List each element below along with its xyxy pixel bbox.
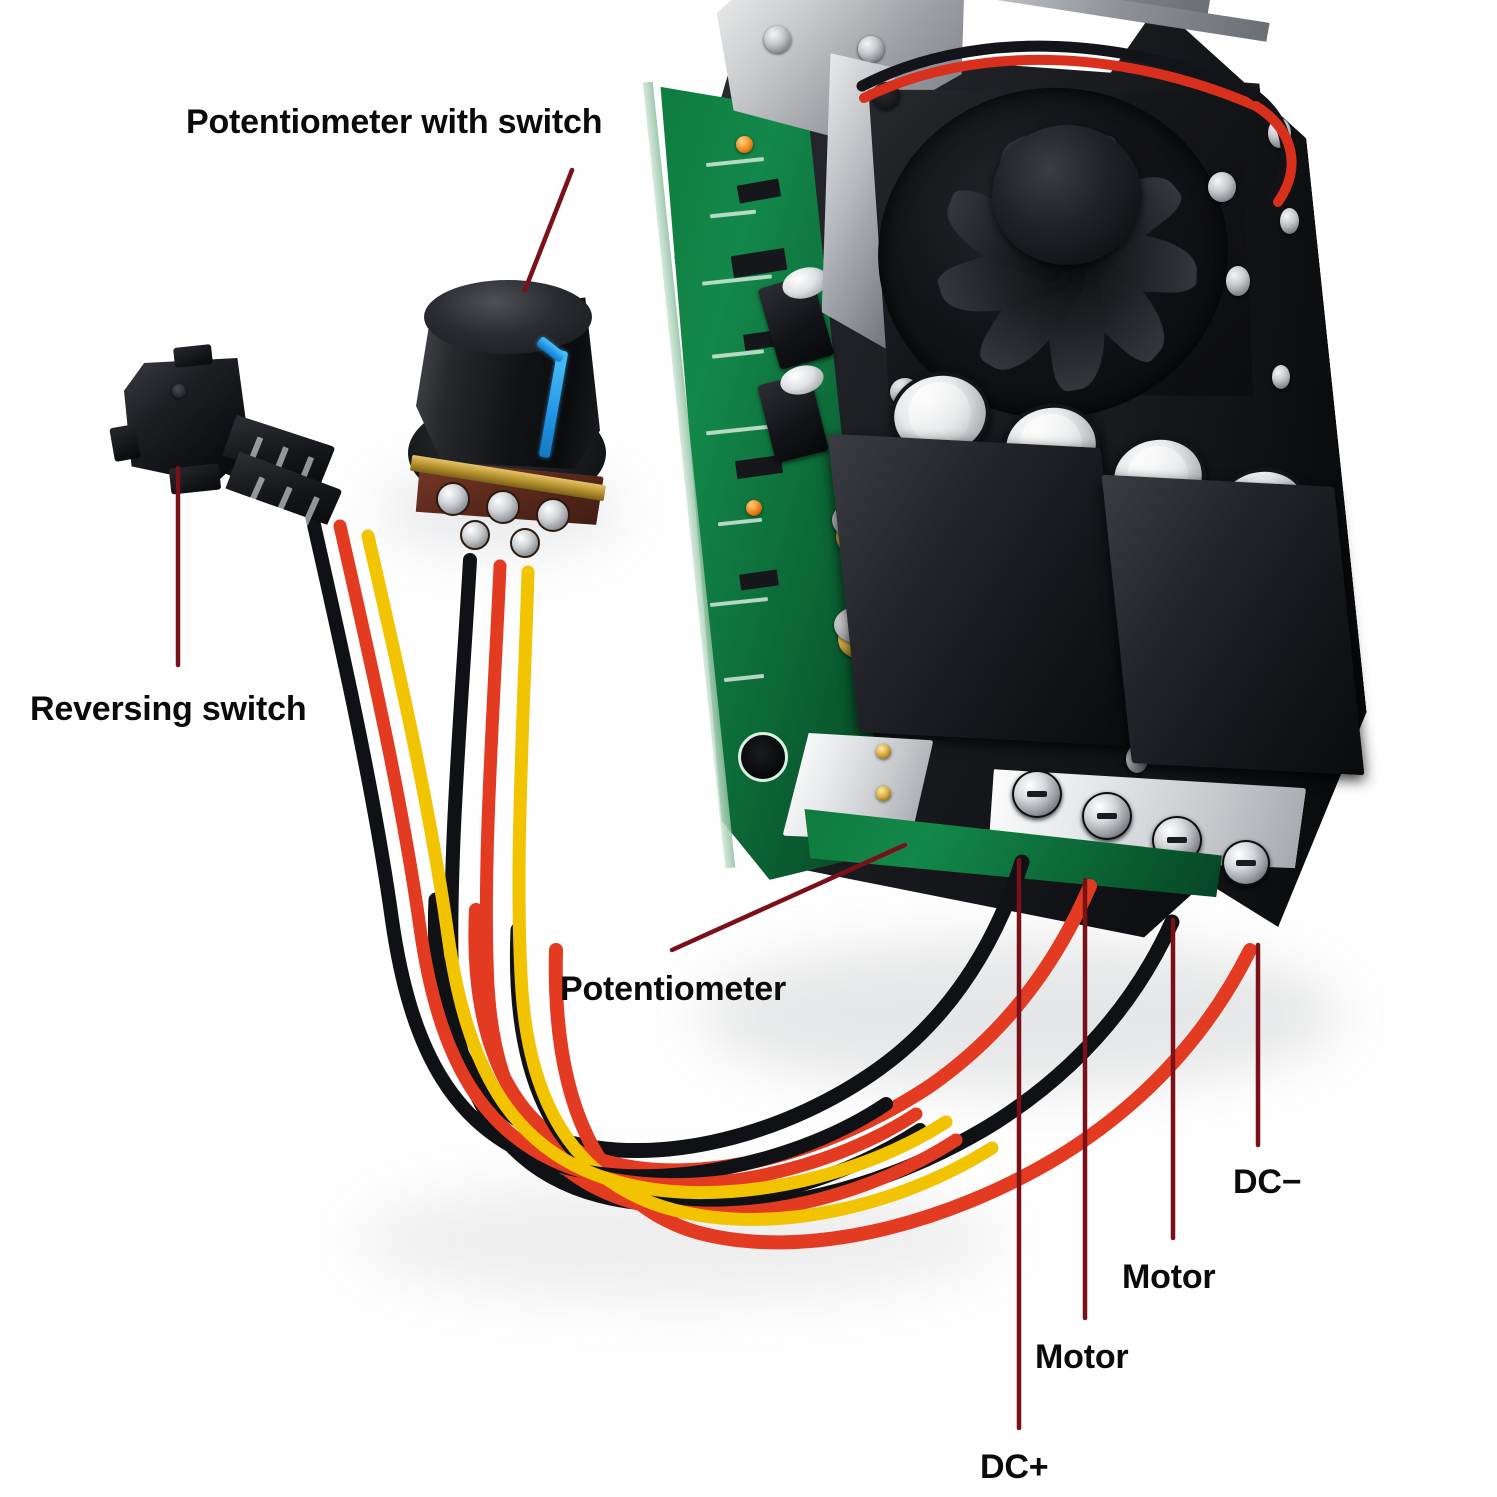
motor-controller-board — [640, 0, 1400, 1040]
connector-pin — [876, 786, 891, 801]
terminal-screw-motor-1 — [1082, 792, 1132, 840]
fan-screw-tr — [1208, 172, 1236, 202]
fan-screw-br — [1226, 266, 1250, 296]
switch-left-tab — [109, 424, 141, 462]
heatsink-screw-3 — [1272, 365, 1290, 389]
label-potentiometer-with-switch: Potentiometer with switch — [186, 103, 603, 141]
potentiometer-lug-3 — [536, 498, 570, 532]
label-dc-plus: DC+ — [980, 1448, 1049, 1486]
pcb-mounting-hole — [738, 732, 788, 782]
label-reversing-switch: Reversing switch — [30, 690, 307, 728]
terminal-screw-dc-minus — [1222, 840, 1270, 886]
reversing-switch-body[interactable] — [124, 358, 250, 484]
connector-pin — [876, 744, 891, 759]
potentiometer-lug-2 — [486, 490, 520, 524]
cooling-fan-hub — [992, 125, 1142, 265]
potentiometer-lug-4 — [460, 520, 490, 550]
fan-wires — [856, 40, 1297, 207]
orange-led — [746, 500, 762, 516]
potentiometer-lug-5 — [510, 528, 540, 558]
photo-shadow-wires — [360, 1180, 1000, 1300]
switch-bottom-tab — [168, 463, 222, 495]
switch-rivet — [172, 384, 186, 398]
label-motor-lower: Motor — [1035, 1338, 1129, 1376]
heatsink-screw-2 — [1280, 208, 1299, 234]
reversing-switch-assembly — [109, 340, 360, 560]
potentiometer-with-knob — [400, 270, 630, 570]
label-potentiometer: Potentiometer — [560, 970, 786, 1008]
switch-top-tab — [173, 344, 213, 368]
knob-top-face — [424, 280, 592, 354]
label-motor-upper: Motor — [1122, 1258, 1216, 1296]
power-module — [1101, 474, 1365, 776]
bracket-screw-right — [858, 36, 884, 62]
power-module — [827, 433, 1133, 747]
terminal-screw-dc-plus — [1012, 770, 1062, 818]
orange-led — [736, 136, 753, 153]
bracket-screw-left — [764, 26, 791, 53]
potentiometer-lug-1 — [436, 482, 470, 516]
label-dc-minus: DC− — [1233, 1163, 1302, 1201]
